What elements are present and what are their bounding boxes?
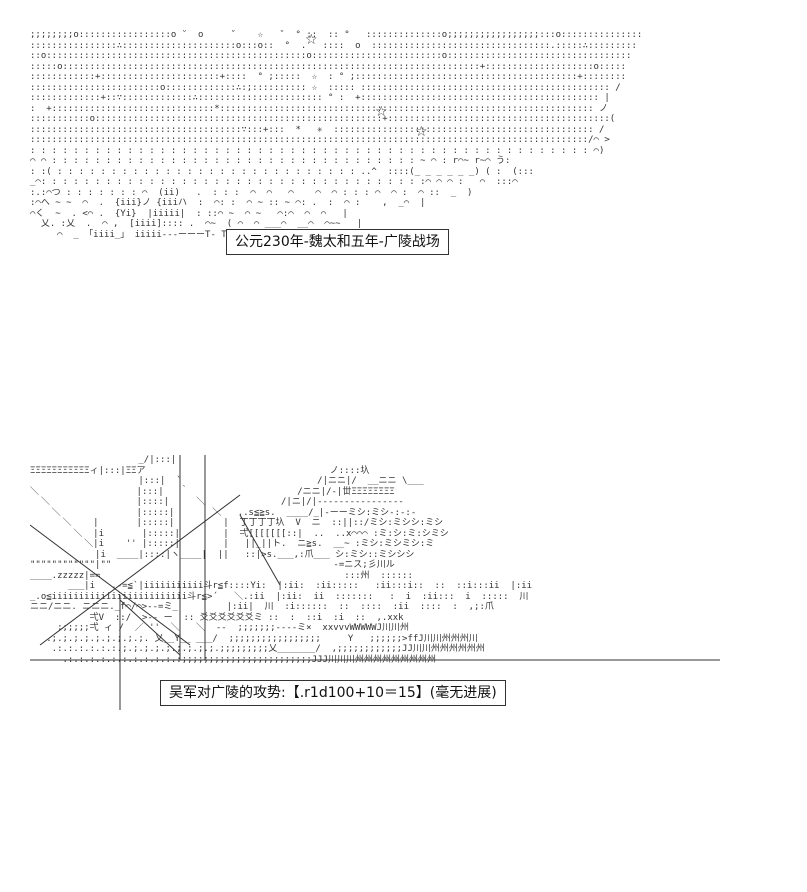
battle-ascii-art: _/|:::| ΞΞΞΞΞΞΞΞΞΞΞィ|:::|ΞΞア ノ::::圦 |:::… bbox=[30, 455, 533, 665]
top-scene-panel: ;;;;;;;;o:::::::::::::::::o ˚ o ˚ ☆ ˚ ° … bbox=[30, 30, 720, 430]
star-icon: ☆ bbox=[415, 124, 428, 140]
top-scene-caption: 公元230年-魏太和五年-广陵战场 bbox=[226, 229, 449, 255]
sky-ascii-art: ;;;;;;;;o:::::::::::::::::o ˚ o ˚ ☆ ˚ ° … bbox=[30, 30, 643, 240]
star-icon: ☆ bbox=[305, 32, 318, 48]
fortress-lines bbox=[30, 455, 720, 710]
bottom-scene-panel: _/|:::| ΞΞΞΞΞΞΞΞΞΞΞィ|:::|ΞΞア ノ::::圦 |:::… bbox=[30, 455, 720, 875]
bottom-scene-caption: 吴军对广陵的攻势:【.r1d100+10＝15】(毫无进展) bbox=[160, 680, 506, 706]
star-icon: ☆ bbox=[375, 104, 388, 120]
